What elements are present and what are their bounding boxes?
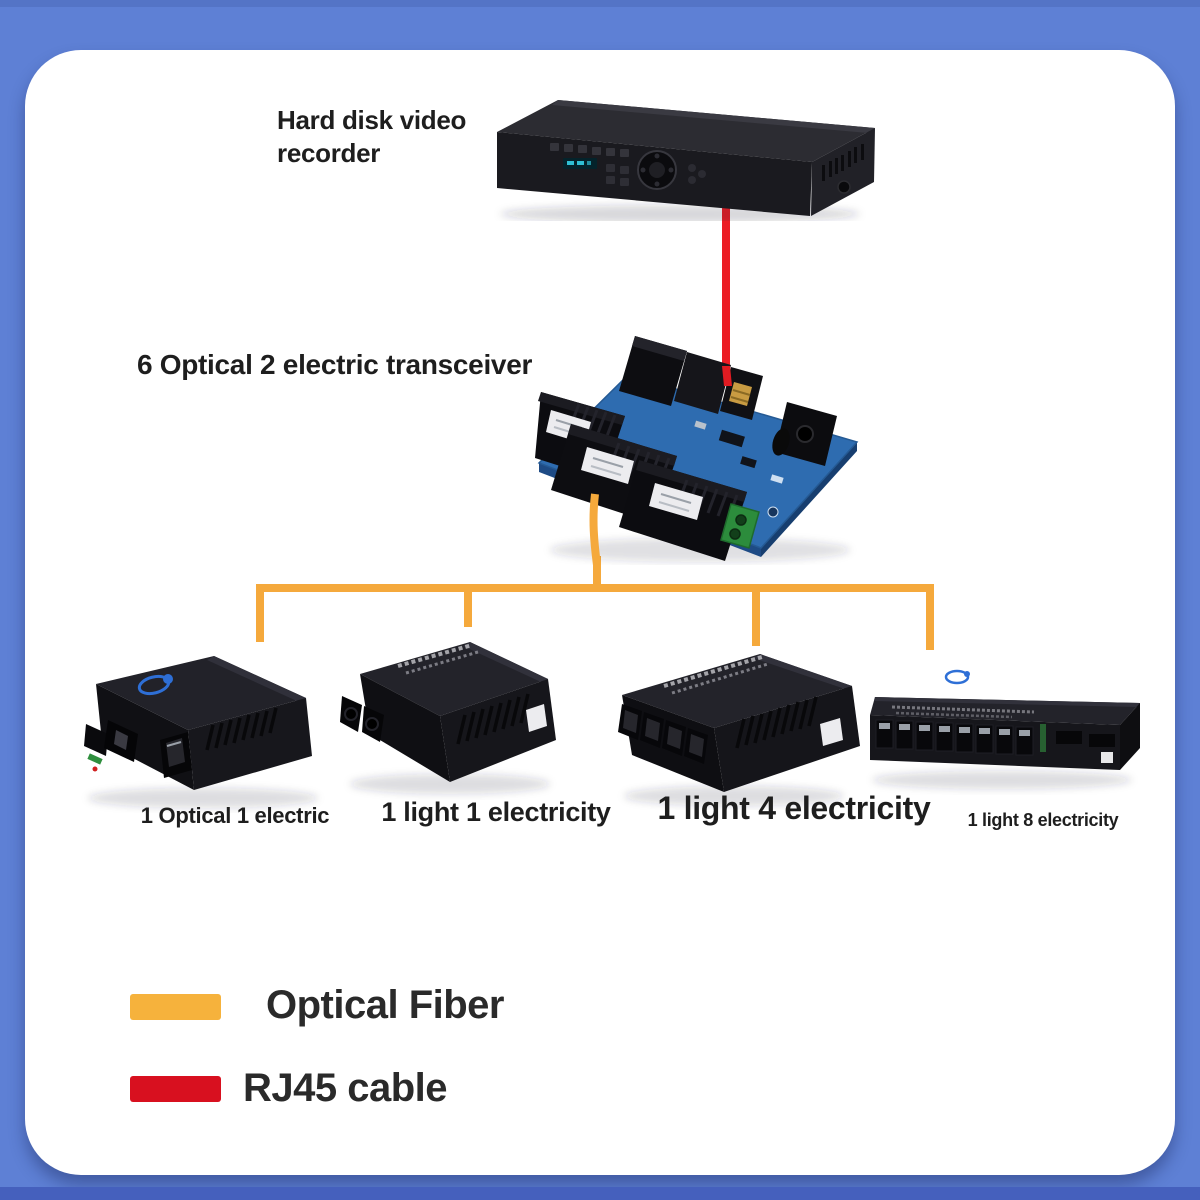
fiber-line-stem (593, 556, 601, 592)
vent-slots (456, 693, 530, 745)
top-print-text (663, 655, 769, 695)
spec-label (526, 704, 547, 732)
device-label-1: 1 Optical 1 electric (140, 803, 330, 828)
led-strip (1040, 724, 1046, 752)
rj45-ports-4x (618, 704, 708, 764)
fiber-ports (340, 696, 384, 742)
brand-logo (137, 674, 173, 696)
fiber-line-drop-2 (464, 584, 472, 627)
device-image-1-light-4-electricity (618, 654, 860, 806)
rj45-cable-end (722, 366, 732, 386)
dvr-image (497, 100, 875, 221)
sc-fiber-port (84, 720, 138, 772)
optical-module-3 (619, 460, 747, 561)
rj45-jacks (619, 336, 763, 420)
device-image-1-light-8-electricity (870, 669, 1140, 789)
dvr-label: Hard disk video recorder (277, 105, 467, 168)
fiber-pigtail (589, 493, 601, 565)
sfp-fiber-slots (1056, 731, 1115, 763)
vent-slots (735, 696, 818, 749)
legend-label-optical-fiber: Optical Fiber (266, 983, 505, 1027)
device-label-2: 1 light 1 electricity (381, 797, 611, 827)
top-print-text (891, 705, 1035, 719)
rj45-gold-contacts (729, 382, 752, 406)
fiber-line-bus (256, 584, 934, 592)
dvr-front-buttons (550, 143, 629, 186)
transceiver-label: 6 Optical 2 electric transceiver (137, 349, 533, 380)
fiber-line-drop-4 (926, 584, 934, 650)
fiber-line-drop-1 (256, 584, 264, 642)
dvr-side-vents (822, 144, 864, 181)
dvr-jog-dial (637, 150, 677, 190)
white-card-background (25, 50, 1175, 1175)
power-jack (772, 402, 837, 466)
rj45-port (160, 732, 192, 778)
rj45-cable-line-dvr-to-transceiver (722, 200, 730, 368)
spec-label (820, 718, 843, 746)
device-image-1-optical-1-electric (84, 656, 318, 808)
frame-bottom-edge (0, 1187, 1200, 1200)
device-image-1-light-1-electricity (340, 642, 556, 794)
brand-logo (944, 669, 970, 685)
top-print-text (397, 643, 479, 675)
legend-swatch-rj45-cable (130, 1076, 221, 1102)
terminal-block (720, 503, 760, 549)
fiber-line-drop-3 (752, 584, 760, 646)
rj45-ports-8x (875, 719, 1034, 756)
legend-swatch-optical-fiber (130, 994, 221, 1020)
device-label-3: 1 light 4 electricity (657, 790, 931, 826)
legend-label-rj45-cable: RJ45 cable (243, 1066, 448, 1110)
device-label-4: 1 light 8 electricity (967, 810, 1119, 830)
vent-slots (205, 707, 278, 751)
transceiver-board-image (535, 336, 859, 565)
